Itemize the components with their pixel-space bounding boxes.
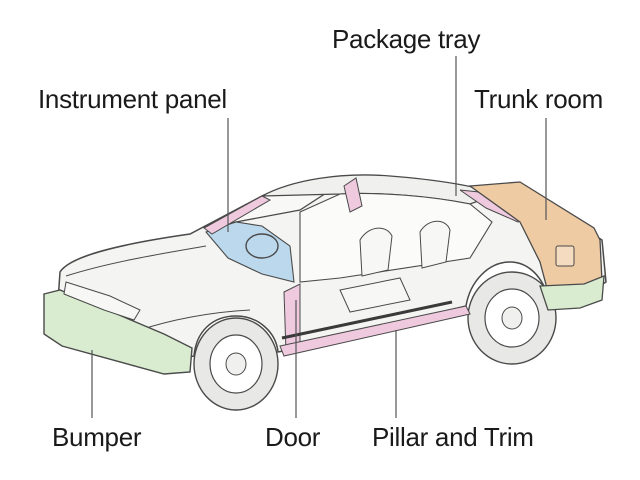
seats [339, 220, 451, 313]
rear-wheel [467, 271, 557, 365]
hood-line [65, 245, 207, 277]
label-instrument-panel: Instrument panel [38, 84, 227, 114]
b-pillar-trim [343, 177, 363, 213]
a-pillar-trim [203, 195, 272, 235]
label-trunk-room: Trunk room [474, 84, 603, 114]
sill-trim [279, 305, 471, 357]
label-door: Door [265, 422, 321, 452]
side-molding [281, 300, 453, 340]
rear-bumper-highlight [539, 275, 605, 311]
label-package-tray: Package tray [332, 24, 481, 54]
label-pillar-and-trim: Pillar and Trim [372, 422, 534, 452]
headlight [63, 281, 141, 321]
trunk-lock [555, 245, 575, 267]
label-bumper: Bumper [52, 422, 142, 452]
front-wheel [193, 317, 279, 411]
steering-wheel [245, 233, 279, 259]
leader-lines [91, 56, 547, 418]
fender-line [139, 309, 251, 331]
